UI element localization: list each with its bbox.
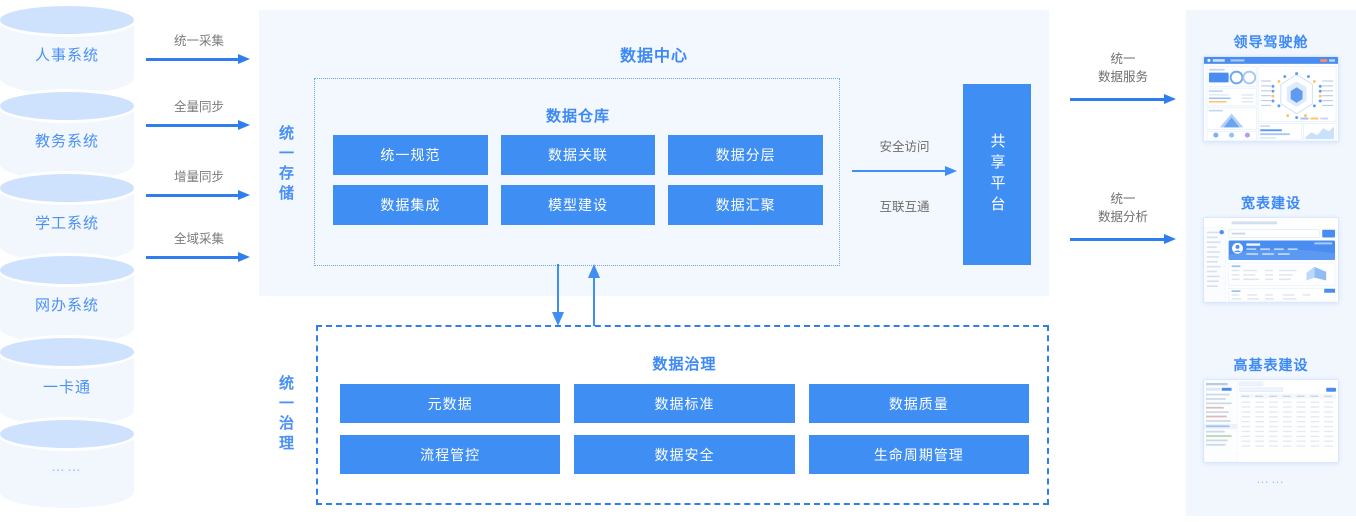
source-label: 网办系统	[34, 297, 99, 314]
ingest-arrow-icon	[146, 54, 250, 64]
cylinder-top-ellipse	[0, 174, 134, 202]
governance-chip[interactable]: 生命周期管理	[808, 435, 1029, 474]
interconnect-label: 互联互通	[879, 200, 930, 214]
output-card-title: 宽表建设	[1241, 195, 1301, 211]
ingest-arrow-icon	[146, 252, 250, 262]
ingest-arrow-label: 全域采集	[173, 232, 224, 246]
data-center-title: 数据中心	[619, 48, 688, 65]
unified-storage-label: 统一存储	[277, 125, 294, 205]
output-arrow-label-line2: 数据分析	[1097, 210, 1148, 224]
platform-access-arrow-group: 安全访问 互联互通	[852, 130, 957, 230]
ingest-arrow-group: 统一采集	[140, 30, 258, 74]
warehouse-chip[interactable]: 数据分层	[668, 135, 823, 175]
ingest-arrow-label: 全量同步	[173, 100, 224, 114]
output-arrow-icon	[1070, 234, 1176, 244]
output-applications-panel: 领导驾驶舱	[1186, 10, 1356, 516]
output-arrow-label-line2: 数据服务	[1097, 70, 1148, 84]
ingest-arrow-group: 全量同步	[140, 96, 258, 140]
output-arrows-column: 统一 数据服务 统一 数据分析	[1062, 0, 1184, 516]
output-arrow-label-line1: 统一	[1110, 52, 1136, 66]
wide-table-page-thumbnail[interactable]	[1203, 217, 1339, 303]
source-label: 一卡通	[42, 379, 91, 396]
output-arrow-icon	[1070, 94, 1176, 104]
shared-platform-block[interactable]: 共享平台	[963, 84, 1031, 265]
output-card-title: 高基表建设	[1233, 357, 1309, 373]
governance-chip[interactable]: 元数据	[340, 384, 561, 423]
output-card-title: 领导驾驶舱	[1233, 34, 1309, 50]
platform-access-arrow-icon	[852, 166, 957, 176]
output-arrow-label: 统一 数据服务	[1062, 50, 1184, 86]
cylinder-top-ellipse	[0, 420, 134, 448]
source-cylinder[interactable]: 教务系统	[0, 92, 134, 194]
arrow-up-icon	[588, 264, 600, 326]
high-cardinality-table-thumbnail[interactable]	[1203, 379, 1339, 463]
shared-platform-label: 共享平台	[988, 132, 1006, 217]
warehouse-chip[interactable]: 模型建设	[500, 185, 656, 225]
cylinder-top-ellipse	[0, 256, 134, 284]
ingest-arrow-group: 增量同步	[140, 166, 258, 210]
cylinder-top-ellipse	[0, 6, 134, 34]
warehouse-chip[interactable]: 数据集成	[333, 185, 488, 225]
source-label: 学工系统	[34, 215, 99, 232]
output-arrow-label: 统一 数据分析	[1062, 190, 1184, 226]
warehouse-chip[interactable]: 数据关联	[500, 135, 656, 175]
data-governance-title: 数据治理	[652, 356, 717, 373]
dashboard-cockpit-thumbnail[interactable]	[1203, 56, 1339, 142]
source-cylinder[interactable]: 网办系统	[0, 256, 134, 358]
source-label: 人事系统	[34, 47, 99, 64]
ingest-arrow-icon	[146, 190, 250, 200]
governance-chip[interactable]: 数据安全	[574, 435, 795, 474]
data-warehouse-box: 数据仓库 统一规范 数据关联 数据分层 数据集成 模型建设 数据汇聚	[314, 78, 840, 266]
data-governance-box: 数据治理 元数据 数据标准 数据质量 流程管控 数据安全 生命周期管理	[316, 325, 1049, 505]
data-warehouse-title: 数据仓库	[545, 108, 610, 125]
arrow-down-icon	[552, 264, 564, 326]
ingest-arrow-label: 增量同步	[173, 170, 224, 184]
source-cylinder[interactable]: 学工系统	[0, 174, 134, 276]
unified-governance-label: 统一治理	[277, 375, 294, 455]
governance-chip[interactable]: 数据质量	[808, 384, 1029, 423]
ingest-arrow-group: 全域采集	[140, 228, 258, 272]
ingest-arrows-column: 统一采集 全量同步 增量同步 全域采集	[140, 0, 258, 516]
source-label: 教务系统	[34, 133, 99, 150]
cylinder-top-ellipse	[0, 92, 134, 120]
governance-chip[interactable]: 流程管控	[340, 435, 561, 474]
warehouse-chip[interactable]: 统一规范	[333, 135, 488, 175]
source-cylinder[interactable]: 一卡通	[0, 338, 134, 440]
source-cylinder[interactable]: 人事系统	[0, 6, 134, 108]
ingest-arrow-icon	[146, 120, 250, 130]
source-systems-column: 人事系统 教务系统 学工系统 网办系统 一卡通 ……	[0, 0, 134, 516]
ingest-arrow-label: 统一采集	[173, 34, 224, 48]
governance-chip-grid: 元数据 数据标准 数据质量 流程管控 数据安全 生命周期管理	[340, 384, 1029, 474]
governance-chip[interactable]: 数据标准	[574, 384, 795, 423]
source-label: ……	[51, 458, 83, 474]
output-more-indicator: ……	[1256, 471, 1286, 486]
secure-access-label: 安全访问	[879, 140, 930, 154]
data-warehouse-chip-grid: 统一规范 数据关联 数据分层 数据集成 模型建设 数据汇聚	[333, 135, 823, 225]
center-governance-connectors	[552, 264, 612, 326]
output-arrow-label-line1: 统一	[1110, 192, 1136, 206]
cylinder-top-ellipse	[0, 338, 134, 366]
warehouse-chip[interactable]: 数据汇聚	[668, 185, 823, 225]
source-cylinder[interactable]: ……	[0, 420, 134, 522]
